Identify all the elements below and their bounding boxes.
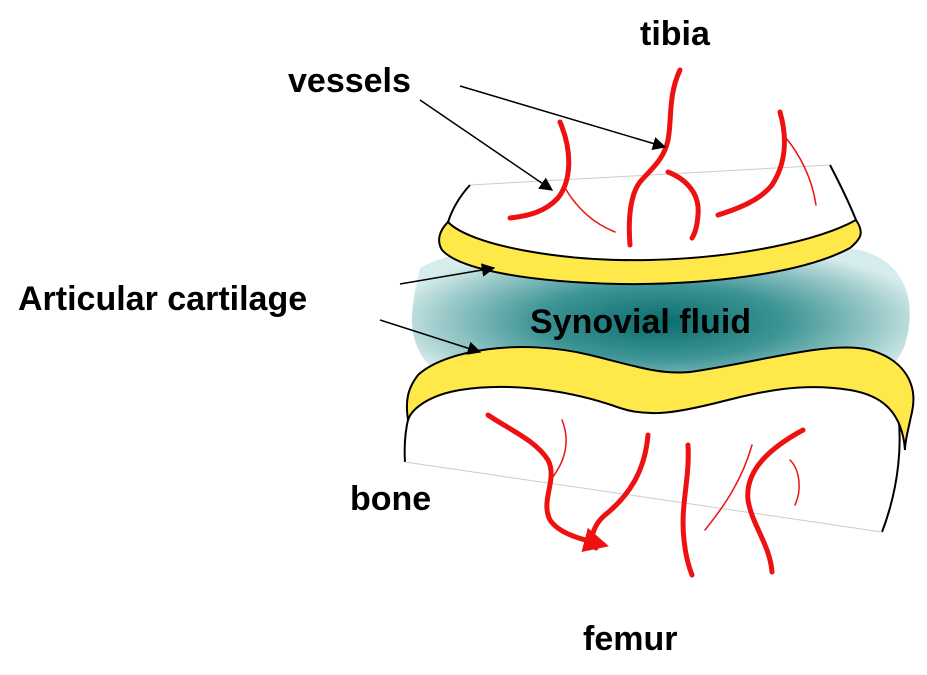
femur-vessel-center bbox=[589, 432, 651, 551]
lower-cartilage bbox=[405, 346, 915, 451]
cartilage-arrow-upper bbox=[399, 263, 496, 285]
femur-bottom-edge bbox=[404, 461, 883, 533]
tibia-vessel-left bbox=[507, 119, 572, 221]
label-vessels: vessels bbox=[288, 62, 411, 100]
label-synovial-fluid: Synovial fluid bbox=[530, 303, 751, 341]
tibia-top-edge bbox=[469, 164, 831, 186]
femur-vessel-mid-branch bbox=[704, 444, 753, 531]
tibia-vessel-right-branch bbox=[785, 137, 817, 206]
cartilage-arrow-lower bbox=[379, 319, 482, 355]
tibia-outline bbox=[447, 164, 857, 223]
femur-vessel-right-branch bbox=[789, 459, 800, 506]
vessels-arrow-left bbox=[419, 99, 554, 191]
tibia-vessel-left-branch bbox=[564, 187, 616, 233]
tibia-vessel-center-branch bbox=[665, 169, 701, 241]
femur-vessel-left-branch bbox=[551, 419, 567, 479]
vessels-arrow-right bbox=[459, 85, 667, 151]
label-tibia: tibia bbox=[640, 15, 711, 53]
femur-vessel-right bbox=[745, 427, 806, 575]
label-articular-cartilage: Articular cartilage bbox=[18, 280, 307, 318]
tibia-vessels bbox=[507, 67, 817, 248]
label-bone: bone bbox=[350, 480, 431, 518]
label-femur: femur bbox=[583, 620, 677, 658]
tibia-vessel-center bbox=[626, 67, 683, 248]
femur-vessel-mid bbox=[680, 442, 695, 578]
femur-vessels bbox=[485, 412, 806, 578]
tibia-vessel-right bbox=[715, 109, 787, 218]
femur-vessel-left bbox=[485, 412, 609, 553]
femur-bone bbox=[403, 368, 900, 532]
upper-cartilage bbox=[438, 218, 862, 286]
pointer-arrows bbox=[379, 85, 667, 355]
